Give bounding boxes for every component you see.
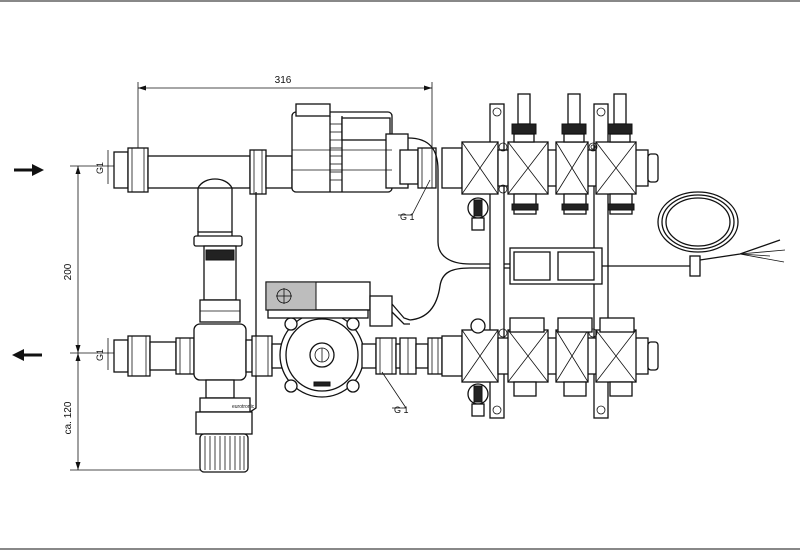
riser-pipe — [193, 231, 243, 323]
thread-callout-top: G 1 — [400, 212, 415, 222]
dimension-vertical: 200 ca. 120 — [63, 165, 200, 471]
return-manifold — [441, 317, 659, 417]
thermostatic-valve-head: eurotronic — [195, 397, 255, 473]
capillary-line-top — [407, 137, 510, 265]
return-fittings-right — [375, 337, 443, 375]
valve-brand-label: eurotronic — [232, 404, 255, 410]
arrow-left-icon — [12, 349, 42, 361]
thread-label-bottom: G1 — [95, 349, 105, 361]
arrow-right-icon — [14, 164, 44, 176]
dimension-200-label: 200 — [63, 263, 74, 280]
capillary-line-middle — [409, 267, 510, 321]
supply-pipe-assembly — [113, 147, 293, 232]
thread-label-top: G1 — [95, 162, 105, 174]
dimension-120-label: ca. 120 — [63, 401, 74, 434]
zone-valve-actuator — [291, 103, 437, 193]
thread-callout-bottom: G 1 — [394, 405, 409, 415]
supply-manifold — [441, 93, 659, 231]
dimension-width: 316 — [137, 75, 433, 150]
capillary-line-left — [249, 192, 257, 413]
circulation-pump — [265, 281, 411, 398]
cable-coil — [657, 191, 786, 277]
return-pipe-assembly — [113, 323, 273, 399]
dimension-width-label: 316 — [275, 75, 292, 86]
